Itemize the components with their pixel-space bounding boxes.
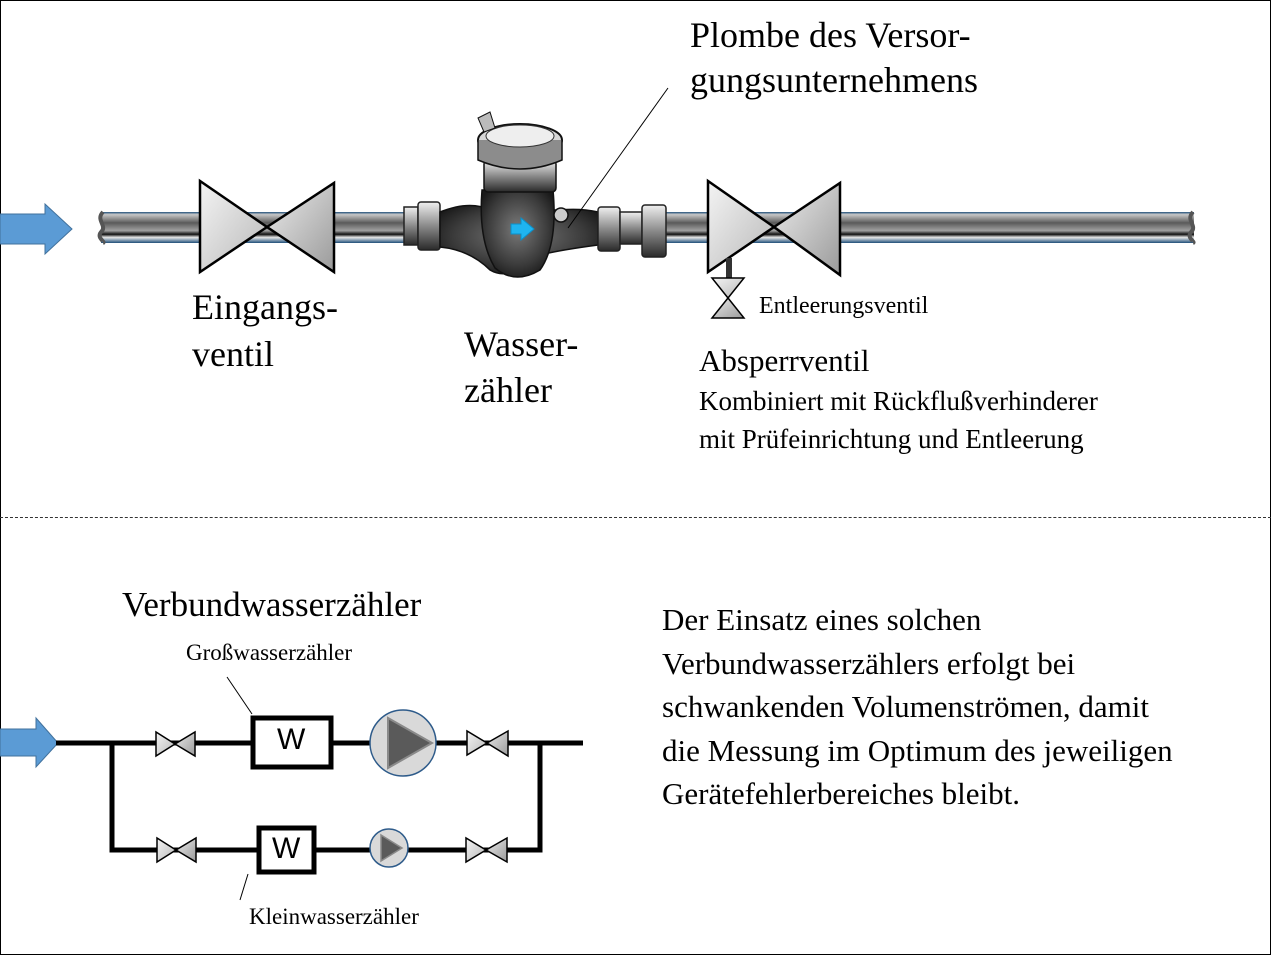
- meter-flow-arrow-icon: [510, 216, 535, 242]
- upper-outlet-valve-icon: [466, 729, 509, 758]
- drain-valve-icon: [710, 258, 746, 319]
- shutoff-valve-label: Absperrventil: [699, 343, 870, 378]
- large-meter-label: Großwasserzähler: [186, 640, 353, 665]
- drain-valve-label: Entleerungsventil: [759, 293, 929, 319]
- small-meter-symbol: W: [272, 832, 301, 865]
- inlet-valve-label-line1: Eingangs-: [192, 287, 338, 327]
- bypass-flow-arrow-icon: [0, 716, 59, 769]
- lower-inlet-valve-icon: [156, 836, 197, 864]
- upper-inlet-valve-icon: [155, 730, 196, 758]
- seal-label-line1: Plombe des Versor-: [690, 15, 971, 55]
- large-meter-box: [250, 715, 334, 770]
- section-divider: [0, 517, 1271, 518]
- small-meter-leader-line: [239, 873, 249, 901]
- shutoff-desc-line1: Kombiniert mit Rückflußverhinderer: [699, 386, 1098, 416]
- inlet-gate-valve-icon: [198, 178, 336, 275]
- seal-leader-line: [567, 87, 669, 229]
- water-meter-icon: [403, 111, 667, 278]
- large-check-valve-icon: [369, 709, 437, 777]
- small-meter-box: [256, 825, 317, 875]
- description-paragraph: Der Einsatz eines solchen Verbundwasserz…: [662, 598, 1173, 816]
- shutoff-valve-icon: [706, 178, 842, 278]
- inlet-valve-label-line2: ventil: [192, 334, 274, 374]
- large-meter-symbol: W: [277, 723, 306, 756]
- compound-meter-title: Verbundwasserzähler: [122, 585, 422, 624]
- description-line: Verbundwasserzählers erfolgt bei: [662, 645, 1076, 681]
- lower-outlet-valve-icon: [465, 836, 508, 864]
- pipe-break-right: [1187, 210, 1196, 245]
- large-meter-leader-line: [226, 676, 253, 715]
- small-check-valve-icon: [369, 828, 409, 868]
- description-line: Gerätefehlerbereiches bleibt.: [662, 776, 1021, 811]
- seal-icon: [553, 207, 569, 223]
- meter-label-line1: Wasser-: [464, 324, 579, 364]
- seal-label-line2: gungsunternehmens: [690, 60, 978, 100]
- description-line: schwankenden Volumenströmen, damit: [662, 689, 1150, 724]
- pipe-break-left: [97, 210, 106, 245]
- description-line: Der Einsatz eines solchen: [662, 602, 982, 637]
- meter-label-line2: zähler: [464, 370, 552, 410]
- flow-arrow-icon: [0, 202, 73, 256]
- small-meter-label: Kleinwasserzähler: [249, 904, 419, 929]
- description-line: die Messung im Optimum des jeweiligen: [662, 732, 1173, 768]
- shutoff-desc-line2: mit Prüfeinrichtung und Entleerung: [699, 424, 1084, 454]
